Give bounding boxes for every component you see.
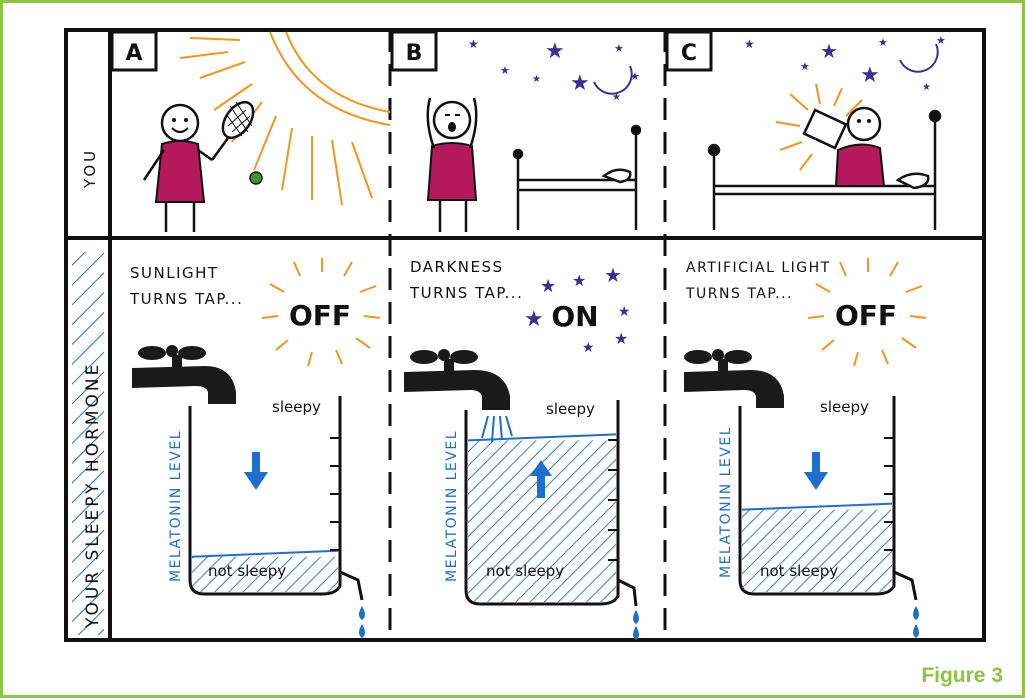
sun-illustration-corner xyxy=(180,32,390,205)
bed-panel-b xyxy=(514,126,640,230)
caption-b-line2: TURNS TAP... xyxy=(409,284,523,302)
caption-a-line1: SUNLIGHT xyxy=(130,264,219,282)
svg-text:★: ★ xyxy=(604,263,622,287)
melatonin-label-b: MELATONIN LEVEL xyxy=(444,430,460,582)
panel-letter-c: C xyxy=(681,41,697,66)
tank-b-not-sleepy-label: not sleepy xyxy=(486,562,564,580)
water-drops xyxy=(359,606,919,640)
melatonin-label-a: MELATONIN LEVEL xyxy=(168,430,184,582)
row-label-hormone: YOUR SLEEPY HORMONE xyxy=(83,362,103,629)
tank-c-sleepy-label: sleepy xyxy=(820,398,869,416)
svg-text:★: ★ xyxy=(618,304,631,320)
melatonin-surface-b xyxy=(468,434,616,440)
svg-text:★: ★ xyxy=(614,42,624,55)
panel-letter-a: A xyxy=(125,41,142,66)
caption-b-line1: DARKNESS xyxy=(410,258,504,276)
svg-text:★: ★ xyxy=(500,64,510,77)
svg-text:★: ★ xyxy=(630,70,640,83)
tap-a xyxy=(132,345,236,404)
moon-and-stars-panel-b: ★ ★ ★ ★ ★ ★ ★ ★ xyxy=(468,37,640,103)
svg-text:★: ★ xyxy=(878,36,888,49)
arrow-down-c xyxy=(804,452,828,490)
tank-a-not-sleepy-label: not sleepy xyxy=(208,562,286,580)
panel-letter-b-box: B xyxy=(392,32,436,70)
melatonin-label-c: MELATONIN LEVEL xyxy=(718,426,734,578)
tank-a-sleepy-label: sleepy xyxy=(272,398,321,416)
person-playing-tennis xyxy=(144,97,259,232)
panel-letter-a-box: A xyxy=(112,32,156,70)
svg-text:★: ★ xyxy=(524,307,544,332)
svg-text:★: ★ xyxy=(744,37,755,51)
tank-c-not-sleepy-label: not sleepy xyxy=(760,562,838,580)
tennis-ball xyxy=(250,172,262,184)
svg-text:★: ★ xyxy=(572,271,586,290)
svg-text:★: ★ xyxy=(612,92,621,103)
svg-text:★: ★ xyxy=(922,82,931,93)
tap-state-b: ON xyxy=(551,300,598,333)
arrow-down-a xyxy=(244,452,268,490)
svg-text:★: ★ xyxy=(570,71,590,96)
svg-text:★: ★ xyxy=(532,74,541,85)
tap-b xyxy=(404,349,510,410)
svg-text:★: ★ xyxy=(582,340,595,356)
tap-state-a: OFF xyxy=(289,299,351,332)
caption-a-line2: TURNS TAP... xyxy=(129,290,243,308)
svg-text:★: ★ xyxy=(468,37,479,51)
svg-text:★: ★ xyxy=(800,60,810,73)
person-using-tablet xyxy=(836,108,884,186)
svg-text:★: ★ xyxy=(545,39,565,64)
tap-c xyxy=(684,349,784,408)
tap-state-c: OFF xyxy=(835,299,897,332)
melatonin-surface-c xyxy=(742,504,892,510)
svg-text:★: ★ xyxy=(540,276,556,297)
svg-text:★: ★ xyxy=(820,39,838,63)
svg-text:★: ★ xyxy=(860,63,880,88)
moon-and-stars-panel-c: ★ ★ ★ ★ ★ ★ ★ xyxy=(744,34,946,93)
panel-letter-b: B xyxy=(406,41,423,66)
caption-c-line1: ARTIFICIAL LIGHT xyxy=(686,260,831,276)
svg-text:★: ★ xyxy=(936,34,946,47)
figure-caption: Figure 3 xyxy=(921,664,1003,688)
tank-b-sleepy-label: sleepy xyxy=(546,400,595,418)
panel-letter-c-box: C xyxy=(667,32,711,70)
person-yawning xyxy=(428,98,477,232)
caption-c-line2: TURNS TAP... xyxy=(685,286,793,302)
svg-text:★: ★ xyxy=(614,329,628,348)
row-label-you: YOU xyxy=(81,148,99,189)
melatonin-surface-a xyxy=(192,551,338,557)
